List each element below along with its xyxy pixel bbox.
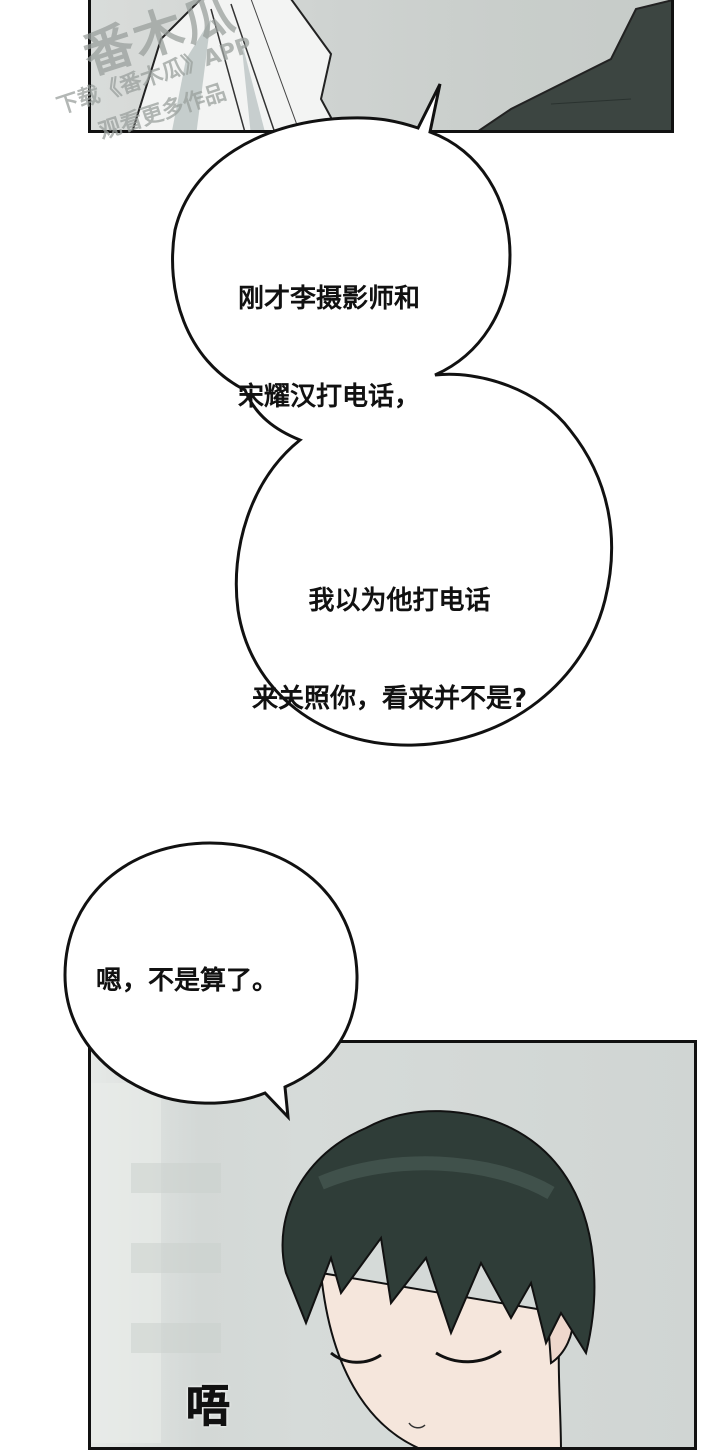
- sfx-text: 唔: [186, 1381, 231, 1433]
- bubble-2-line-2: 来关照你，看来并不是?: [252, 683, 528, 714]
- speech-bubbles-1-2-outline: [171, 83, 614, 747]
- bubble-2-text: 我以为他打电话 来关照你，看来并不是?: [252, 520, 527, 748]
- bubble-3-text: 嗯，不是算了。: [96, 966, 279, 996]
- bubble-1-line-1: 刚才李摄影师和: [238, 284, 421, 314]
- panel-top-artwork: [131, 0, 671, 130]
- panel-bottom-artwork: [91, 1083, 596, 1447]
- bubble-1-line-2: 宋耀汉打电话，: [238, 381, 421, 412]
- bubble-2-line-1: 我以为他打电话: [308, 586, 491, 616]
- comic-panel-bottom: [88, 1040, 697, 1450]
- comic-panel-top: [88, 0, 674, 133]
- bubble-1-text: 刚才李摄影师和 宋耀汉打电话，: [238, 218, 420, 446]
- speech-bubble-3-outline: [63, 841, 359, 1122]
